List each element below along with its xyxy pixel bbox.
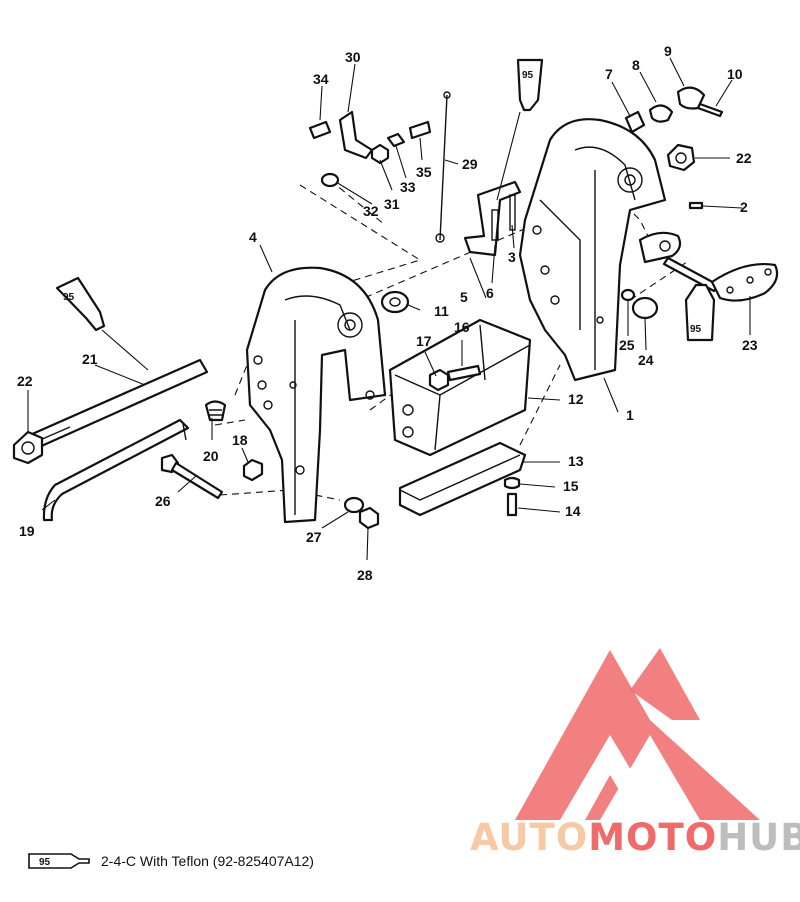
callout-33: 33	[400, 179, 416, 195]
callout-21: 21	[82, 351, 98, 367]
callout-5: 5	[460, 289, 468, 305]
callout-27: 27	[306, 529, 322, 545]
svg-text:95: 95	[522, 70, 534, 81]
callout-10: 10	[727, 66, 743, 82]
callout-8: 8	[632, 57, 640, 73]
callout-24: 24	[638, 352, 654, 368]
callout-22-left: 22	[17, 373, 33, 389]
svg-text:95: 95	[690, 324, 702, 335]
grease-tube-legend-icon: 95	[28, 853, 90, 869]
tilt-tube	[12, 358, 209, 465]
callout-12: 12	[568, 391, 584, 407]
transom-plate	[398, 441, 527, 517]
clamp-bracket-right	[518, 118, 682, 382]
callout-16: 16	[454, 319, 470, 335]
leader-lines	[27, 57, 751, 561]
tilt-lever	[463, 180, 522, 257]
tilt-pin	[42, 418, 190, 522]
callout-17: 17	[416, 333, 432, 349]
callout-labels: 1 2 3 4 5 6 7 8 9 10 11 12 13 14 15 16 1…	[17, 43, 758, 583]
callout-32: 32	[363, 203, 379, 219]
callout-18: 18	[232, 432, 248, 448]
legend-text: 2-4-C With Teflon (92-825407A12)	[101, 853, 314, 869]
grease-tube-left: 95	[55, 276, 106, 332]
callout-31: 31	[384, 196, 400, 212]
grease-tube-top: 95	[516, 58, 544, 112]
callout-23: 23	[742, 337, 758, 353]
swivel-bracket	[388, 318, 532, 457]
callout-30: 30	[345, 49, 361, 65]
callout-3: 3	[508, 249, 516, 265]
callout-7: 7	[605, 66, 613, 82]
grease-tube-right: 95	[684, 283, 716, 342]
callout-1: 1	[626, 407, 634, 423]
clamp-bracket-left	[245, 266, 387, 524]
callout-29: 29	[462, 156, 478, 172]
callout-28: 28	[357, 567, 373, 583]
callout-4: 4	[249, 229, 257, 245]
callout-13: 13	[568, 453, 584, 469]
svg-text:95: 95	[63, 292, 75, 303]
hardware-items	[204, 86, 779, 530]
callout-2: 2	[740, 199, 748, 215]
svg-text:95: 95	[39, 857, 51, 868]
callout-9: 9	[664, 43, 672, 59]
callout-25: 25	[619, 337, 635, 353]
callout-26: 26	[155, 493, 171, 509]
callout-35: 35	[416, 164, 432, 180]
callout-14: 14	[565, 503, 581, 519]
legend: 95 2-4-C With Teflon (92-825407A12)	[27, 850, 314, 872]
callout-11: 11	[434, 303, 449, 319]
callout-34: 34	[313, 71, 329, 87]
watermark-text: AUTOMOTOHUB	[470, 816, 800, 859]
callout-19: 19	[19, 523, 35, 539]
bolt-26	[160, 453, 224, 500]
callout-20: 20	[203, 448, 219, 464]
callout-15: 15	[563, 478, 579, 494]
callout-6: 6	[486, 285, 494, 301]
callout-22-right: 22	[736, 150, 752, 166]
watermark-logo: AUTOMOTOHUB	[470, 648, 800, 859]
